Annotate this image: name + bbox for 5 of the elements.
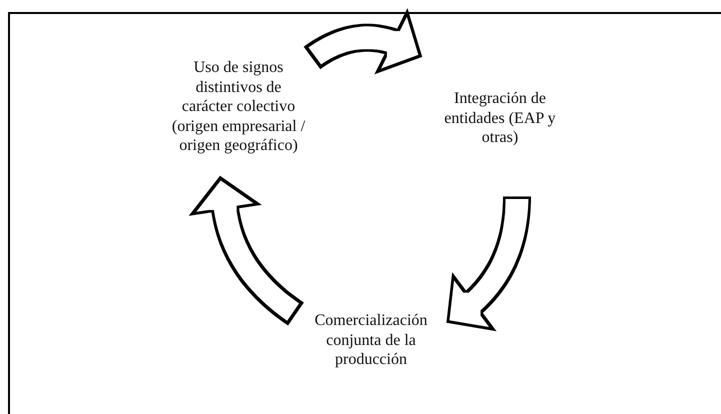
curved-block-arrow: [300, 8, 422, 74]
node-label: Comercialización conjunta de la producción: [314, 311, 428, 370]
node-label: Uso de signos distintivos de carácter colectivo (origen empresarial / origen geográfico): [170, 58, 306, 156]
curved-block-arrow: [188, 176, 306, 326]
node-label: Integración de entidades (EAP y otras): [443, 89, 557, 148]
